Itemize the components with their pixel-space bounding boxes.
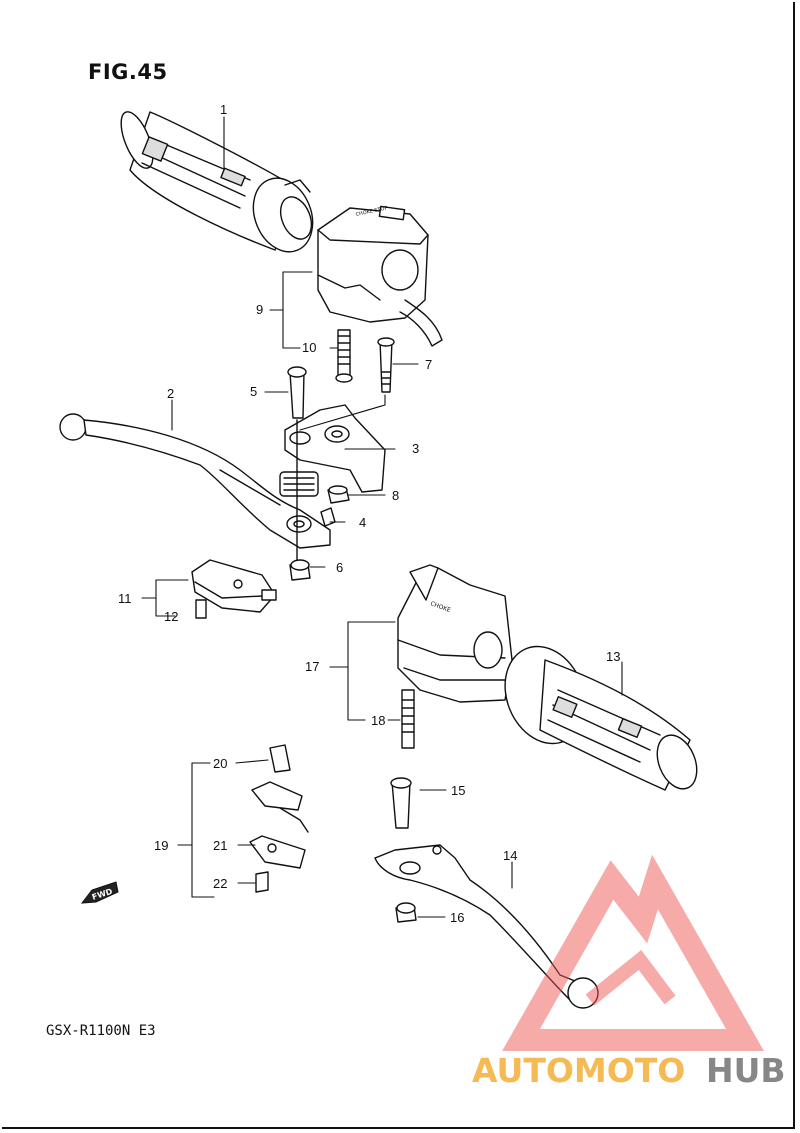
callout-6: 6 (336, 560, 343, 575)
holder-21 (249, 835, 306, 869)
watermark-text-part2: HUB (706, 1051, 786, 1090)
callout-12: 12 (164, 609, 178, 624)
callout-5: 5 (250, 384, 257, 399)
callout-18: 18 (371, 713, 385, 728)
clutch-switch (191, 559, 277, 613)
right-throttle-grip (504, 645, 698, 791)
screw-22 (255, 871, 269, 893)
screw-18 (401, 689, 415, 749)
pivot-bolt-5 (289, 371, 305, 419)
callout-16: 16 (450, 910, 464, 925)
callout-21: 21 (213, 838, 227, 853)
right-switch-housing (397, 564, 513, 703)
callout-8: 8 (392, 488, 399, 503)
screw-4 (320, 507, 336, 527)
callout-20: 20 (213, 756, 227, 771)
switch-base (251, 781, 303, 811)
screw-12 (195, 599, 207, 619)
leader-lines (141, 116, 623, 918)
model-code: GSX-R1100N E3 (46, 1023, 156, 1039)
left-grip (120, 111, 314, 253)
callout-9: 9 (256, 302, 263, 317)
watermark-text-part1: AUTOMOTO (472, 1051, 685, 1090)
callout-4: 4 (359, 515, 366, 530)
callout-17: 17 (305, 659, 319, 674)
figure-title: FIG.45 (88, 60, 168, 84)
callout-10: 10 (302, 340, 316, 355)
callout-2: 2 (167, 386, 174, 401)
callout-19: 19 (154, 838, 168, 853)
callout-13: 13 (606, 649, 620, 664)
screw-10 (337, 329, 351, 379)
clip-20 (269, 744, 291, 773)
callout-22: 22 (213, 876, 227, 891)
callout-11: 11 (118, 591, 132, 606)
callout-3: 3 (412, 441, 419, 456)
fwd-arrow: FWD (80, 881, 119, 904)
clutch-lever (59, 413, 331, 549)
brake-lever (374, 844, 599, 1009)
callout-1: 1 (220, 102, 227, 117)
watermark-logo: AUTOMOTO HUB (472, 854, 786, 1090)
pivot-bolt-15 (391, 781, 411, 829)
callout-7: 7 (425, 357, 432, 372)
callout-14: 14 (503, 848, 517, 863)
left-switch-housing (317, 205, 443, 347)
callout-labels: 1 2 3 4 5 6 7 8 9 10 11 12 13 14 15 16 1… (118, 102, 620, 925)
callout-15: 15 (451, 783, 465, 798)
